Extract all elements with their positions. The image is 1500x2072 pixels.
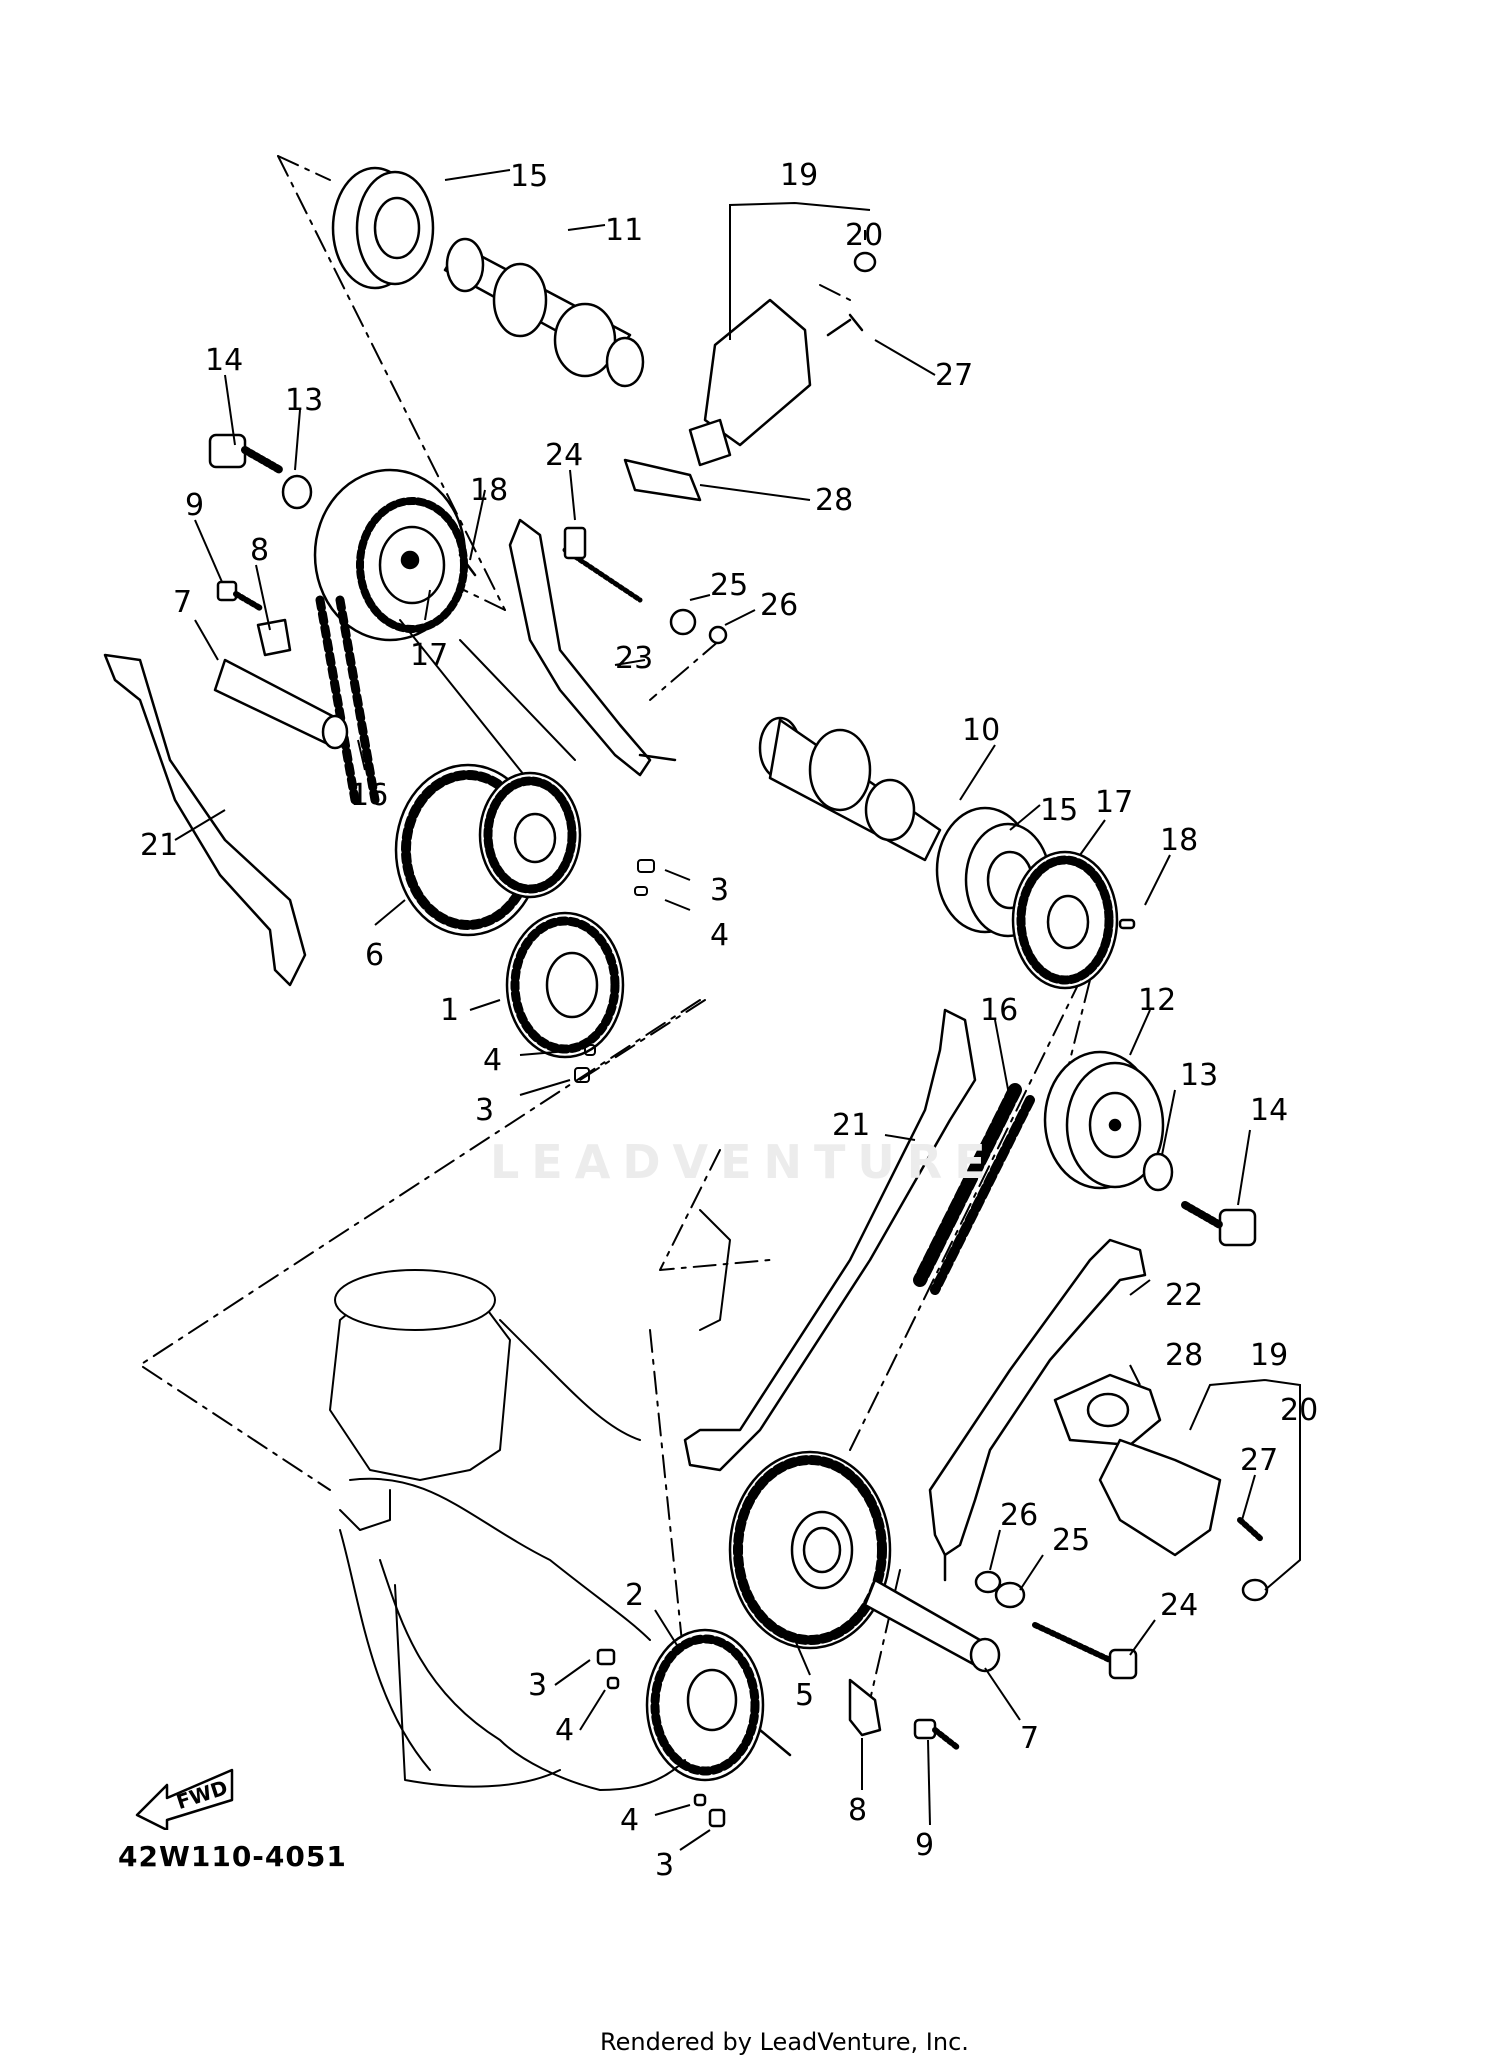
render-credit: Rendered by LeadVenture, Inc. [600,2028,969,2056]
tensioner-19-upper [623,251,877,502]
callout-2: 2 [625,1578,644,1613]
callout-25: 25 [710,568,748,603]
watermark: LEADVENTURE [490,1135,998,1189]
chain-guide-22 [928,1238,1147,1582]
callout-4: 4 [620,1803,639,1838]
crankcase-outline [329,1209,731,1791]
callout-12: 12 [1138,983,1176,1018]
callout-18: 18 [1160,823,1198,858]
callout-14: 14 [1250,1093,1288,1128]
callout-6: 6 [365,938,384,973]
camshaft-11 [331,166,645,388]
chain-guide-23 [508,518,728,777]
callout-17: 17 [410,638,448,673]
callout-26: 26 [760,588,798,623]
callout-10: 10 [962,713,1000,748]
callout-23: 23 [615,641,653,676]
callout-13: 13 [285,383,323,418]
callout-11: 11 [605,213,643,248]
pin-7-lower [848,1578,1001,1751]
callout-7: 7 [1020,1721,1039,1756]
diagram-code: 42W110-4051 [118,1840,347,1873]
callout-5: 5 [795,1678,814,1713]
callout-21: 21 [140,828,178,863]
callout-27: 27 [935,358,973,393]
callout-27: 27 [1240,1443,1278,1478]
callout-19: 19 [780,158,818,193]
chain-guide-21-lower [683,1008,977,1472]
upper-cam-sprocket [313,468,477,642]
callout-16: 16 [980,993,1018,1028]
callout-28: 28 [815,483,853,518]
sprocket-12 [1043,1050,1257,1247]
callout-3: 3 [655,1848,674,1883]
callout-3: 3 [710,873,729,908]
callout-15: 15 [510,159,548,194]
callout-8: 8 [848,1793,867,1828]
tensioner-19-lower [974,1373,1269,1680]
callout-22: 22 [1165,1278,1203,1313]
callout-13: 13 [1180,1058,1218,1093]
bolt-14-upper [208,433,313,611]
callout-26: 26 [1000,1498,1038,1533]
callout-leaders [174,169,1301,1851]
callout-4: 4 [555,1713,574,1748]
callout-15: 15 [1040,793,1078,828]
pin-7-upper [213,618,349,750]
callout-14: 14 [205,343,243,378]
callout-3: 3 [528,1668,547,1703]
camshaft-10 [758,716,1136,990]
callout-16: 16 [350,778,388,813]
gear-1 [505,911,625,1059]
callout-8: 8 [250,533,269,568]
springs-upper [574,859,655,1083]
callout-20: 20 [1280,1393,1318,1428]
drive-gear-6 [394,763,582,937]
callout-24: 24 [1160,1588,1198,1623]
callout-9: 9 [185,488,204,523]
callout-labels: 15 11 19 20 27 14 13 24 28 9 18 8 25 26 … [140,158,1318,1883]
callout-20: 20 [845,218,883,253]
callout-7: 7 [173,585,192,620]
callout-17: 17 [1095,785,1133,820]
callout-28: 28 [1165,1338,1203,1373]
callout-3: 3 [475,1093,494,1128]
chain-guide-21-upper [103,653,307,987]
cam-chain-lower [913,1083,1035,1295]
gear-5 [728,1450,892,1650]
fwd-arrow-icon: FWD [135,1768,234,1830]
callout-1: 1 [440,993,459,1028]
callout-4: 4 [483,1043,502,1078]
callout-25: 25 [1052,1523,1090,1558]
callout-9: 9 [915,1828,934,1863]
callout-4: 4 [710,918,729,953]
callout-24: 24 [545,438,583,473]
callout-19: 19 [1250,1338,1288,1373]
crank-gear-2 [596,1628,792,1828]
callout-21: 21 [832,1108,870,1143]
callout-18: 18 [470,473,508,508]
